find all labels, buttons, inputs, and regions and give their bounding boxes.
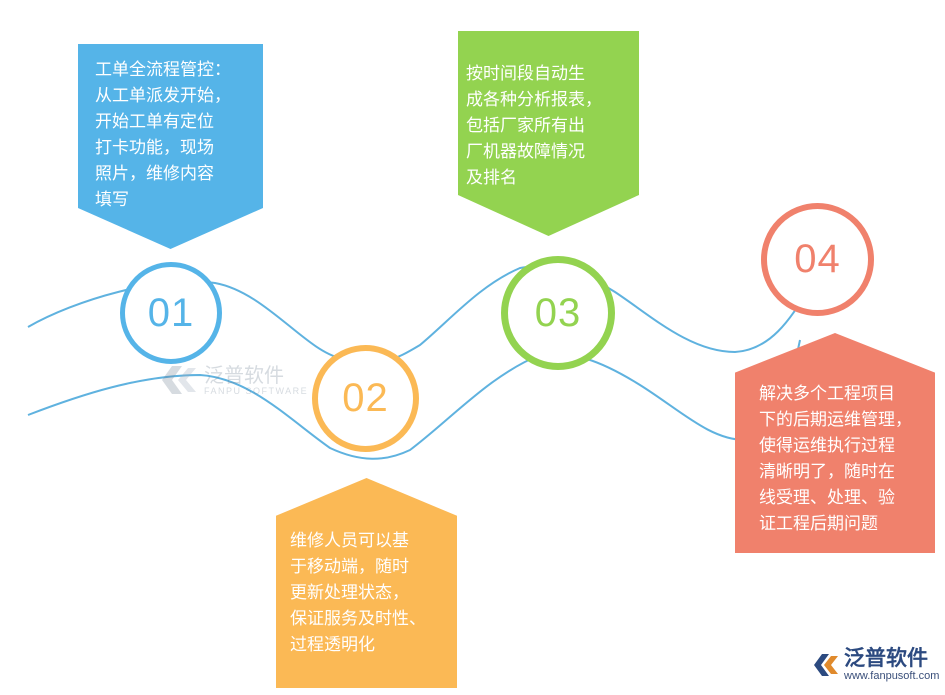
step-2-callout: 维修人员可以基 于移动端，随时 更新处理状态， 保证服务及时性、 过程透明化: [276, 478, 457, 688]
step-2-circle: 02: [312, 345, 419, 452]
step-3-callout: 按时间段自动生 成各种分析报表， 包括厂家所有出 厂机器故障情况 及排名: [458, 31, 639, 236]
upper-wave: [27, 265, 809, 364]
watermark-name: 泛普软件: [204, 363, 284, 387]
step-1-circle: 01: [120, 262, 222, 364]
fanpu-watermark-icon: [162, 366, 196, 394]
brand-logo: 泛普软件 www.fanpusoft.com: [812, 646, 939, 683]
logo-url: www.fanpusoft.com: [844, 670, 940, 682]
step-3-circle: 03: [501, 256, 615, 370]
step-4-circle: 04: [761, 203, 874, 316]
logo-name: 泛普软件: [844, 646, 928, 670]
fanpu-logo-icon: [814, 653, 838, 676]
step-1-callout: 工单全流程管控： 从工单派发开始， 开始工单有定位 打卡功能，现场 照片，维修内…: [78, 44, 263, 249]
watermark: 泛普软件 FANPU SOFTWARE: [158, 362, 308, 398]
watermark-sub: FANPU SOFTWARE: [204, 386, 309, 396]
step-4-callout: 解决多个工程项目 下的后期运维管理， 使得运维执行过程 清晰明了，随时在 线受理…: [735, 333, 935, 553]
lower-wave: [27, 339, 801, 460]
